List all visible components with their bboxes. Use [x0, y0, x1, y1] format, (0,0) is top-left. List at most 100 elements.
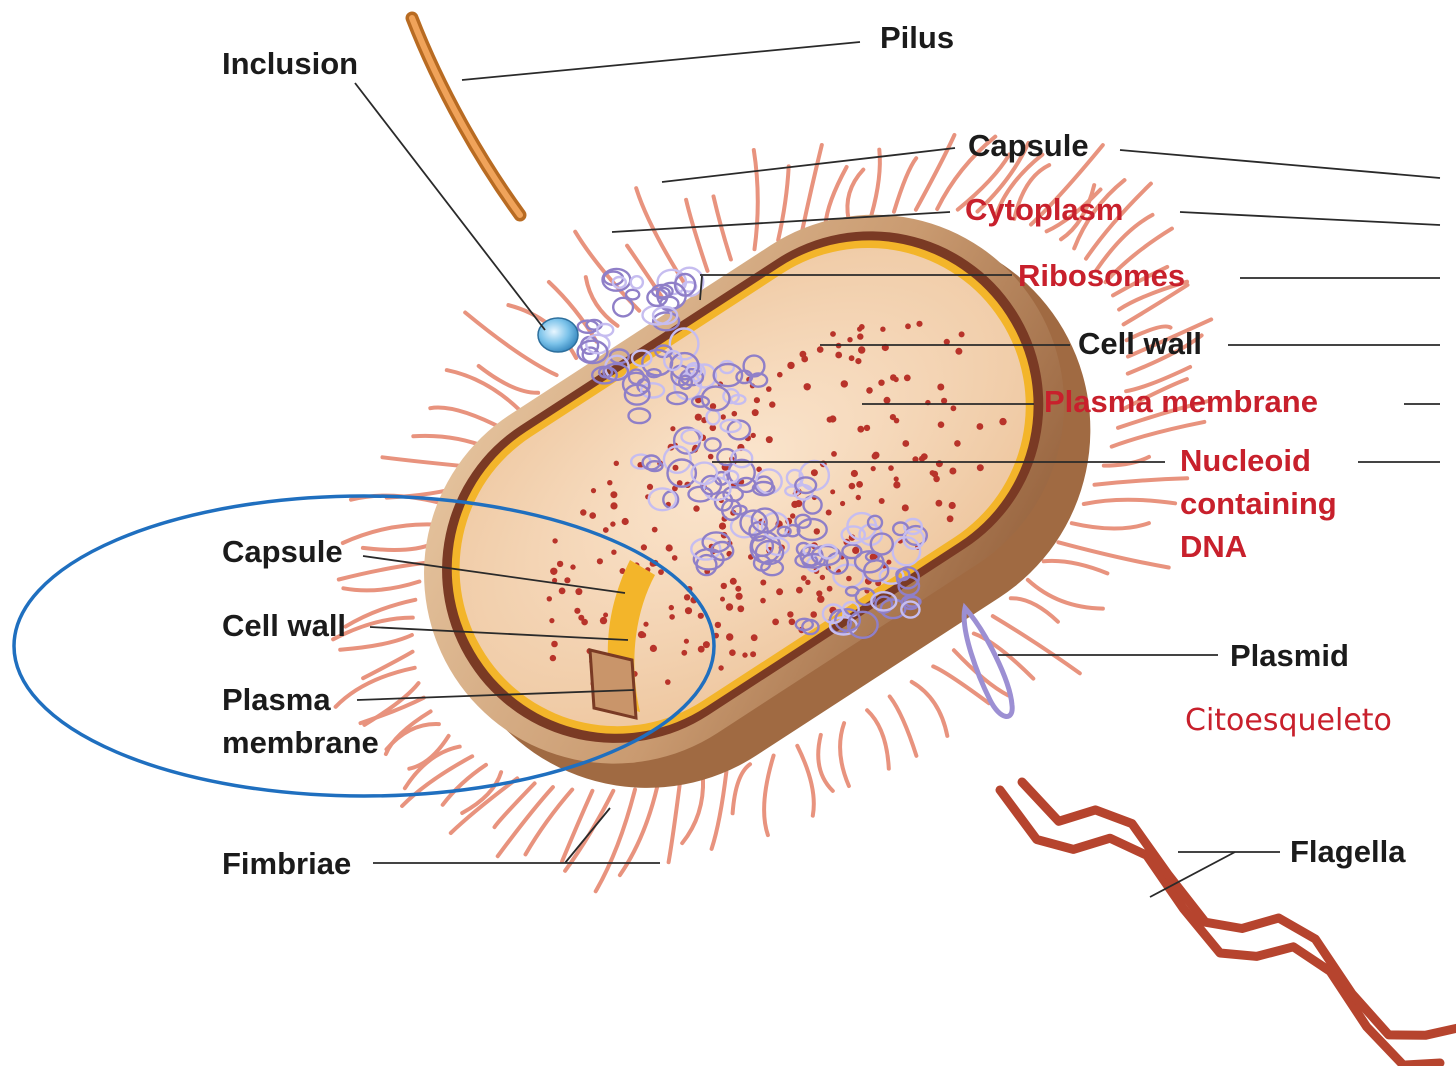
fimbria-strand: [778, 166, 789, 240]
ribosome-dot: [795, 500, 802, 507]
ribosome-dot: [849, 355, 855, 361]
label-cytoplasm: Cytoplasm: [965, 192, 1123, 227]
ribosome-dot: [772, 619, 779, 626]
ribosome-dot: [610, 502, 617, 509]
label-capsule-top: Capsule: [968, 128, 1089, 163]
ribosome-dot: [550, 655, 556, 661]
ribosome-dot: [790, 513, 795, 518]
ribosome-dot: [852, 547, 859, 554]
dna-loop: [613, 298, 633, 317]
ribosome-dot: [760, 580, 766, 586]
ribosome-dot: [878, 380, 884, 386]
ribosome-dot: [938, 421, 945, 428]
ribosome-dot: [550, 568, 557, 575]
ribosome-dot: [796, 587, 803, 594]
ribosome-dot: [831, 451, 837, 457]
ribosome-dot: [570, 564, 575, 569]
ribosome-dot: [810, 611, 817, 618]
ribosome-dot: [650, 645, 657, 652]
ribosome-dot: [726, 603, 733, 610]
ribosome-dot: [603, 613, 608, 618]
ribosome-dot: [858, 346, 865, 353]
ribosome-dot: [947, 515, 954, 522]
ribosome-dot: [777, 372, 783, 378]
fimbria-strand: [1011, 598, 1058, 622]
label-fimbriae: Fimbriae: [222, 846, 351, 881]
label-cell-wall-left: Cell wall: [222, 608, 346, 643]
ribosome-dot: [855, 358, 861, 364]
fimbria-strand: [754, 150, 758, 249]
ribosome-dot: [954, 440, 961, 447]
ribosome-dot: [977, 464, 984, 471]
ribosome-dot: [589, 512, 596, 519]
ribosome-dot: [941, 398, 947, 404]
ribosome-dot: [830, 489, 835, 494]
fimbria-strand: [890, 697, 917, 756]
ribosome-dot: [902, 504, 909, 511]
ribosome-dot: [902, 440, 909, 447]
dna-loop: [597, 324, 613, 336]
ribosome-dot: [597, 558, 603, 564]
ribosome-dot: [766, 386, 772, 392]
label-flagella: Flagella: [1290, 834, 1406, 869]
ribosome-dot: [729, 649, 736, 656]
ribosome-dot: [817, 346, 824, 353]
ribosome-dot: [685, 607, 692, 614]
ribosome-dot: [751, 433, 756, 438]
fimbria-strand: [340, 635, 412, 650]
label-plasma-membrane-top: Plasma membrane: [1044, 384, 1318, 419]
ribosome-dot: [789, 619, 796, 626]
ribosome-dot: [698, 646, 705, 653]
ribosome-dot: [672, 555, 678, 561]
ribosome-dot: [866, 387, 873, 394]
ribosome-dot: [665, 679, 671, 685]
ribosome-dot: [787, 362, 794, 369]
ribosome-dot: [933, 476, 940, 483]
ribosome-dot: [695, 414, 702, 421]
fimbria-strand: [1072, 523, 1149, 528]
ribosome-dot: [730, 578, 737, 585]
fimbria-strand: [1044, 561, 1108, 573]
ribosome-dot: [670, 426, 675, 431]
ribosome-dot: [857, 426, 864, 433]
ribosome-dot: [951, 405, 957, 411]
fimbria-strand: [867, 710, 889, 768]
ribosome-dot: [742, 652, 747, 657]
ribosome-dot: [776, 588, 783, 595]
ribosome-dot: [547, 596, 552, 601]
ribosome-dot: [835, 352, 842, 359]
ribosome-dot: [721, 583, 727, 589]
ribosome-dot: [736, 593, 743, 600]
ribosome-dot: [893, 481, 900, 488]
ribosome-dot: [840, 501, 845, 506]
fimbria-strand: [596, 790, 635, 892]
ribosome-dot: [886, 560, 891, 565]
ribosome-dot: [591, 488, 596, 493]
ribosome-dot: [846, 576, 852, 582]
fimbria-strand: [1084, 500, 1175, 504]
ribosome-dot: [684, 594, 690, 600]
ribosome-dot: [787, 611, 793, 617]
ribosome-dot: [890, 414, 896, 420]
fimbria-strand: [818, 735, 833, 791]
ribosome-dot: [751, 634, 758, 641]
ribosome-dot: [864, 425, 870, 431]
ribosome-dot: [916, 321, 922, 327]
ribosome-dot: [720, 597, 725, 602]
dna-loop: [631, 276, 643, 288]
label-nucleoid-line3: DNA: [1180, 529, 1247, 564]
fimbria-strand: [343, 582, 419, 591]
ribosome-dot: [760, 598, 766, 604]
ribosome-dot: [872, 453, 879, 460]
fimbria-strand: [430, 408, 504, 430]
ribosome-dot: [894, 476, 899, 481]
ribosome-dot: [805, 580, 810, 585]
ribosome-dot: [575, 588, 582, 595]
ribosome-dot: [581, 619, 588, 626]
ribosome-dot: [719, 523, 726, 530]
ribosome-dot: [769, 401, 775, 407]
ribosome-dot: [726, 633, 733, 640]
fimbria-strand: [669, 783, 680, 862]
ribosome-dot: [830, 331, 836, 337]
